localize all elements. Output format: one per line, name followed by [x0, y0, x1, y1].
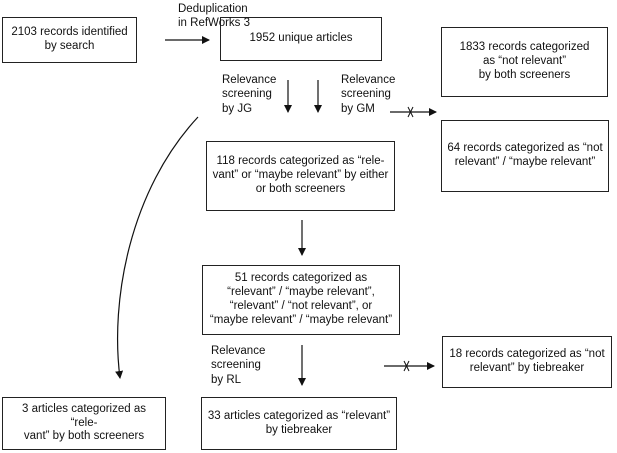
both-relevant-box: 3 articles categorized as “rele- vant” b…	[2, 397, 166, 450]
dedup-label: Deduplication in RefWorks 3	[178, 3, 251, 30]
arrow-curve-both-relevant	[115, 116, 199, 379]
screening-rl-label: Relevance screening by RL	[211, 345, 266, 386]
unique-articles-box: 1952 unique articles	[220, 17, 382, 61]
arrow-excluded-64-cross	[407, 106, 414, 118]
tiebreak-excluded-box: 18 records categorized as “not relevant”…	[442, 336, 612, 388]
excluded-either-box: 64 records categorized as “not relevant”…	[441, 120, 609, 192]
search-records-box: 2103 records identified by search	[2, 17, 137, 63]
screening-jg-label: Relevance screening by JG	[222, 74, 277, 115]
screening-gm-label: Relevance screening by GM	[341, 74, 396, 115]
either-relevant-box: 118 records categorized as “rele- vant” …	[206, 141, 395, 211]
excluded-both-box: 1833 records categorized as “not relevan…	[441, 27, 608, 97]
tiebreak-pool-box: 51 records categorized as “relevant” / “…	[202, 265, 400, 335]
tiebreak-relevant-box: 33 articles categorized as “relevant” by…	[201, 397, 397, 450]
arrow-excluded-18-cross	[403, 360, 410, 372]
